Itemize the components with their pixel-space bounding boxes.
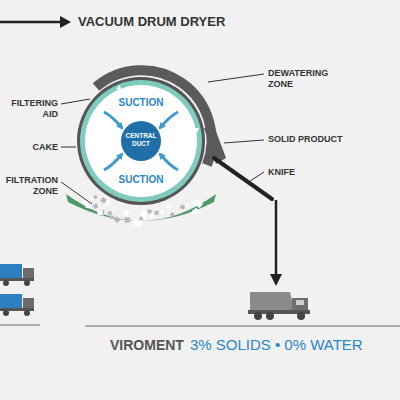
truck-icon bbox=[0, 294, 34, 316]
brand-name: VIROMENT bbox=[110, 337, 184, 353]
duct-label: CENTRAL DUCT bbox=[125, 132, 157, 148]
arrow-head bbox=[60, 16, 71, 28]
drum: SUCTION SUCTION CENTRAL DUCT bbox=[76, 76, 206, 206]
part-label: FILTERING AID bbox=[0, 98, 58, 120]
title-arrow bbox=[0, 21, 62, 24]
suction-label: SUCTION bbox=[76, 97, 206, 109]
leader-lines bbox=[61, 74, 264, 204]
product-arrow bbox=[275, 200, 278, 276]
footer: VIROMENT 3% SOLIDS • 0% WATER bbox=[110, 336, 363, 354]
title: VACUUM DRUM DRYER bbox=[78, 14, 225, 30]
part-label: DEWATERING ZONE bbox=[268, 68, 348, 90]
truck-icon bbox=[0, 264, 34, 286]
central-duct: CENTRAL DUCT bbox=[121, 121, 161, 161]
suction-label: SUCTION bbox=[76, 174, 206, 186]
rule bbox=[85, 326, 400, 327]
dump-truck bbox=[248, 292, 310, 320]
part-label: SOLID PRODUCT bbox=[268, 134, 348, 145]
arrow-head bbox=[270, 274, 282, 286]
part-label: KNIFE bbox=[268, 167, 348, 178]
part-label: CAKE bbox=[0, 142, 58, 153]
stat-text: 3% SOLIDS • 0% WATER bbox=[190, 336, 363, 353]
rule bbox=[0, 325, 40, 326]
part-label: FILTRATION ZONE bbox=[0, 175, 58, 197]
knife bbox=[214, 158, 272, 199]
